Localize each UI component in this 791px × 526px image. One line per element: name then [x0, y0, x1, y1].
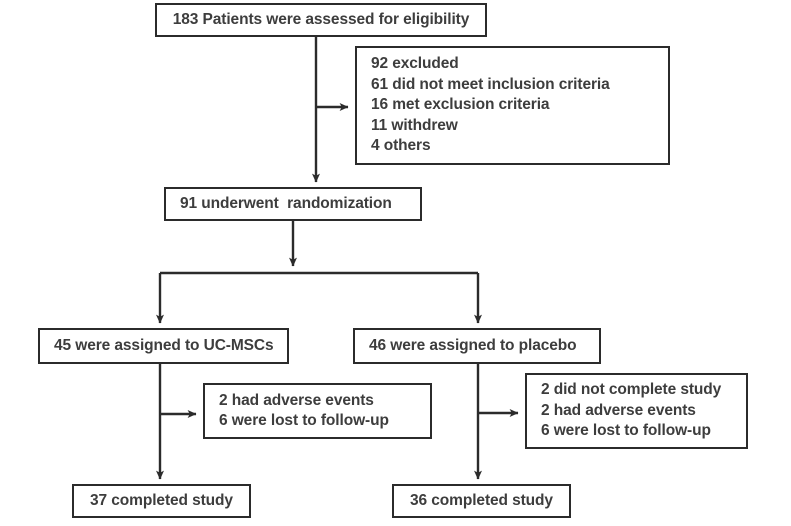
node-enrollment: 183 Patients were assessed for eligibili… [155, 3, 487, 37]
excluded-line-2: 61 did not meet inclusion criteria [371, 75, 610, 93]
allocation-left-line-1: 45 were assigned to UC-MSCs [54, 336, 274, 354]
node-followup-losses-placebo: 2 did not complete study 2 had adverse e… [525, 373, 748, 449]
excluded-line-4: 11 withdrew [371, 116, 458, 134]
allocation-right-line-1: 46 were assigned to placebo [369, 336, 577, 354]
followup-right-line-1: 2 did not complete study [541, 381, 722, 399]
node-excluded: 92 excluded 61 did not meet inclusion cr… [355, 46, 670, 165]
followup-right-line-3: 6 were lost to follow-up [541, 422, 711, 440]
randomization-line-1: 91 underwent randomization [180, 194, 392, 212]
completed-right-line-1: 36 completed study [410, 491, 553, 509]
node-randomization: 91 underwent randomization [164, 187, 422, 221]
followup-left-line-2: 6 were lost to follow-up [219, 412, 389, 429]
completed-left-line-1: 37 completed study [90, 491, 233, 509]
node-completed-uc-mscs: 37 completed study [72, 484, 251, 518]
excluded-line-3: 16 met exclusion criteria [371, 96, 550, 114]
node-allocation-uc-mscs: 45 were assigned to UC-MSCs [38, 328, 289, 364]
excluded-line-5: 4 others [371, 137, 431, 155]
enrollment-line-1: 183 Patients were assessed for eligibili… [172, 10, 470, 28]
followup-right-line-2: 2 had adverse events [541, 401, 696, 419]
excluded-line-1: 92 excluded [371, 55, 459, 73]
node-completed-placebo: 36 completed study [392, 484, 571, 518]
followup-left-line-1: 2 had adverse events [219, 391, 374, 409]
node-followup-losses-uc-mscs: 2 had adverse events 6 were lost to foll… [203, 383, 432, 439]
node-allocation-placebo: 46 were assigned to placebo [353, 328, 601, 364]
